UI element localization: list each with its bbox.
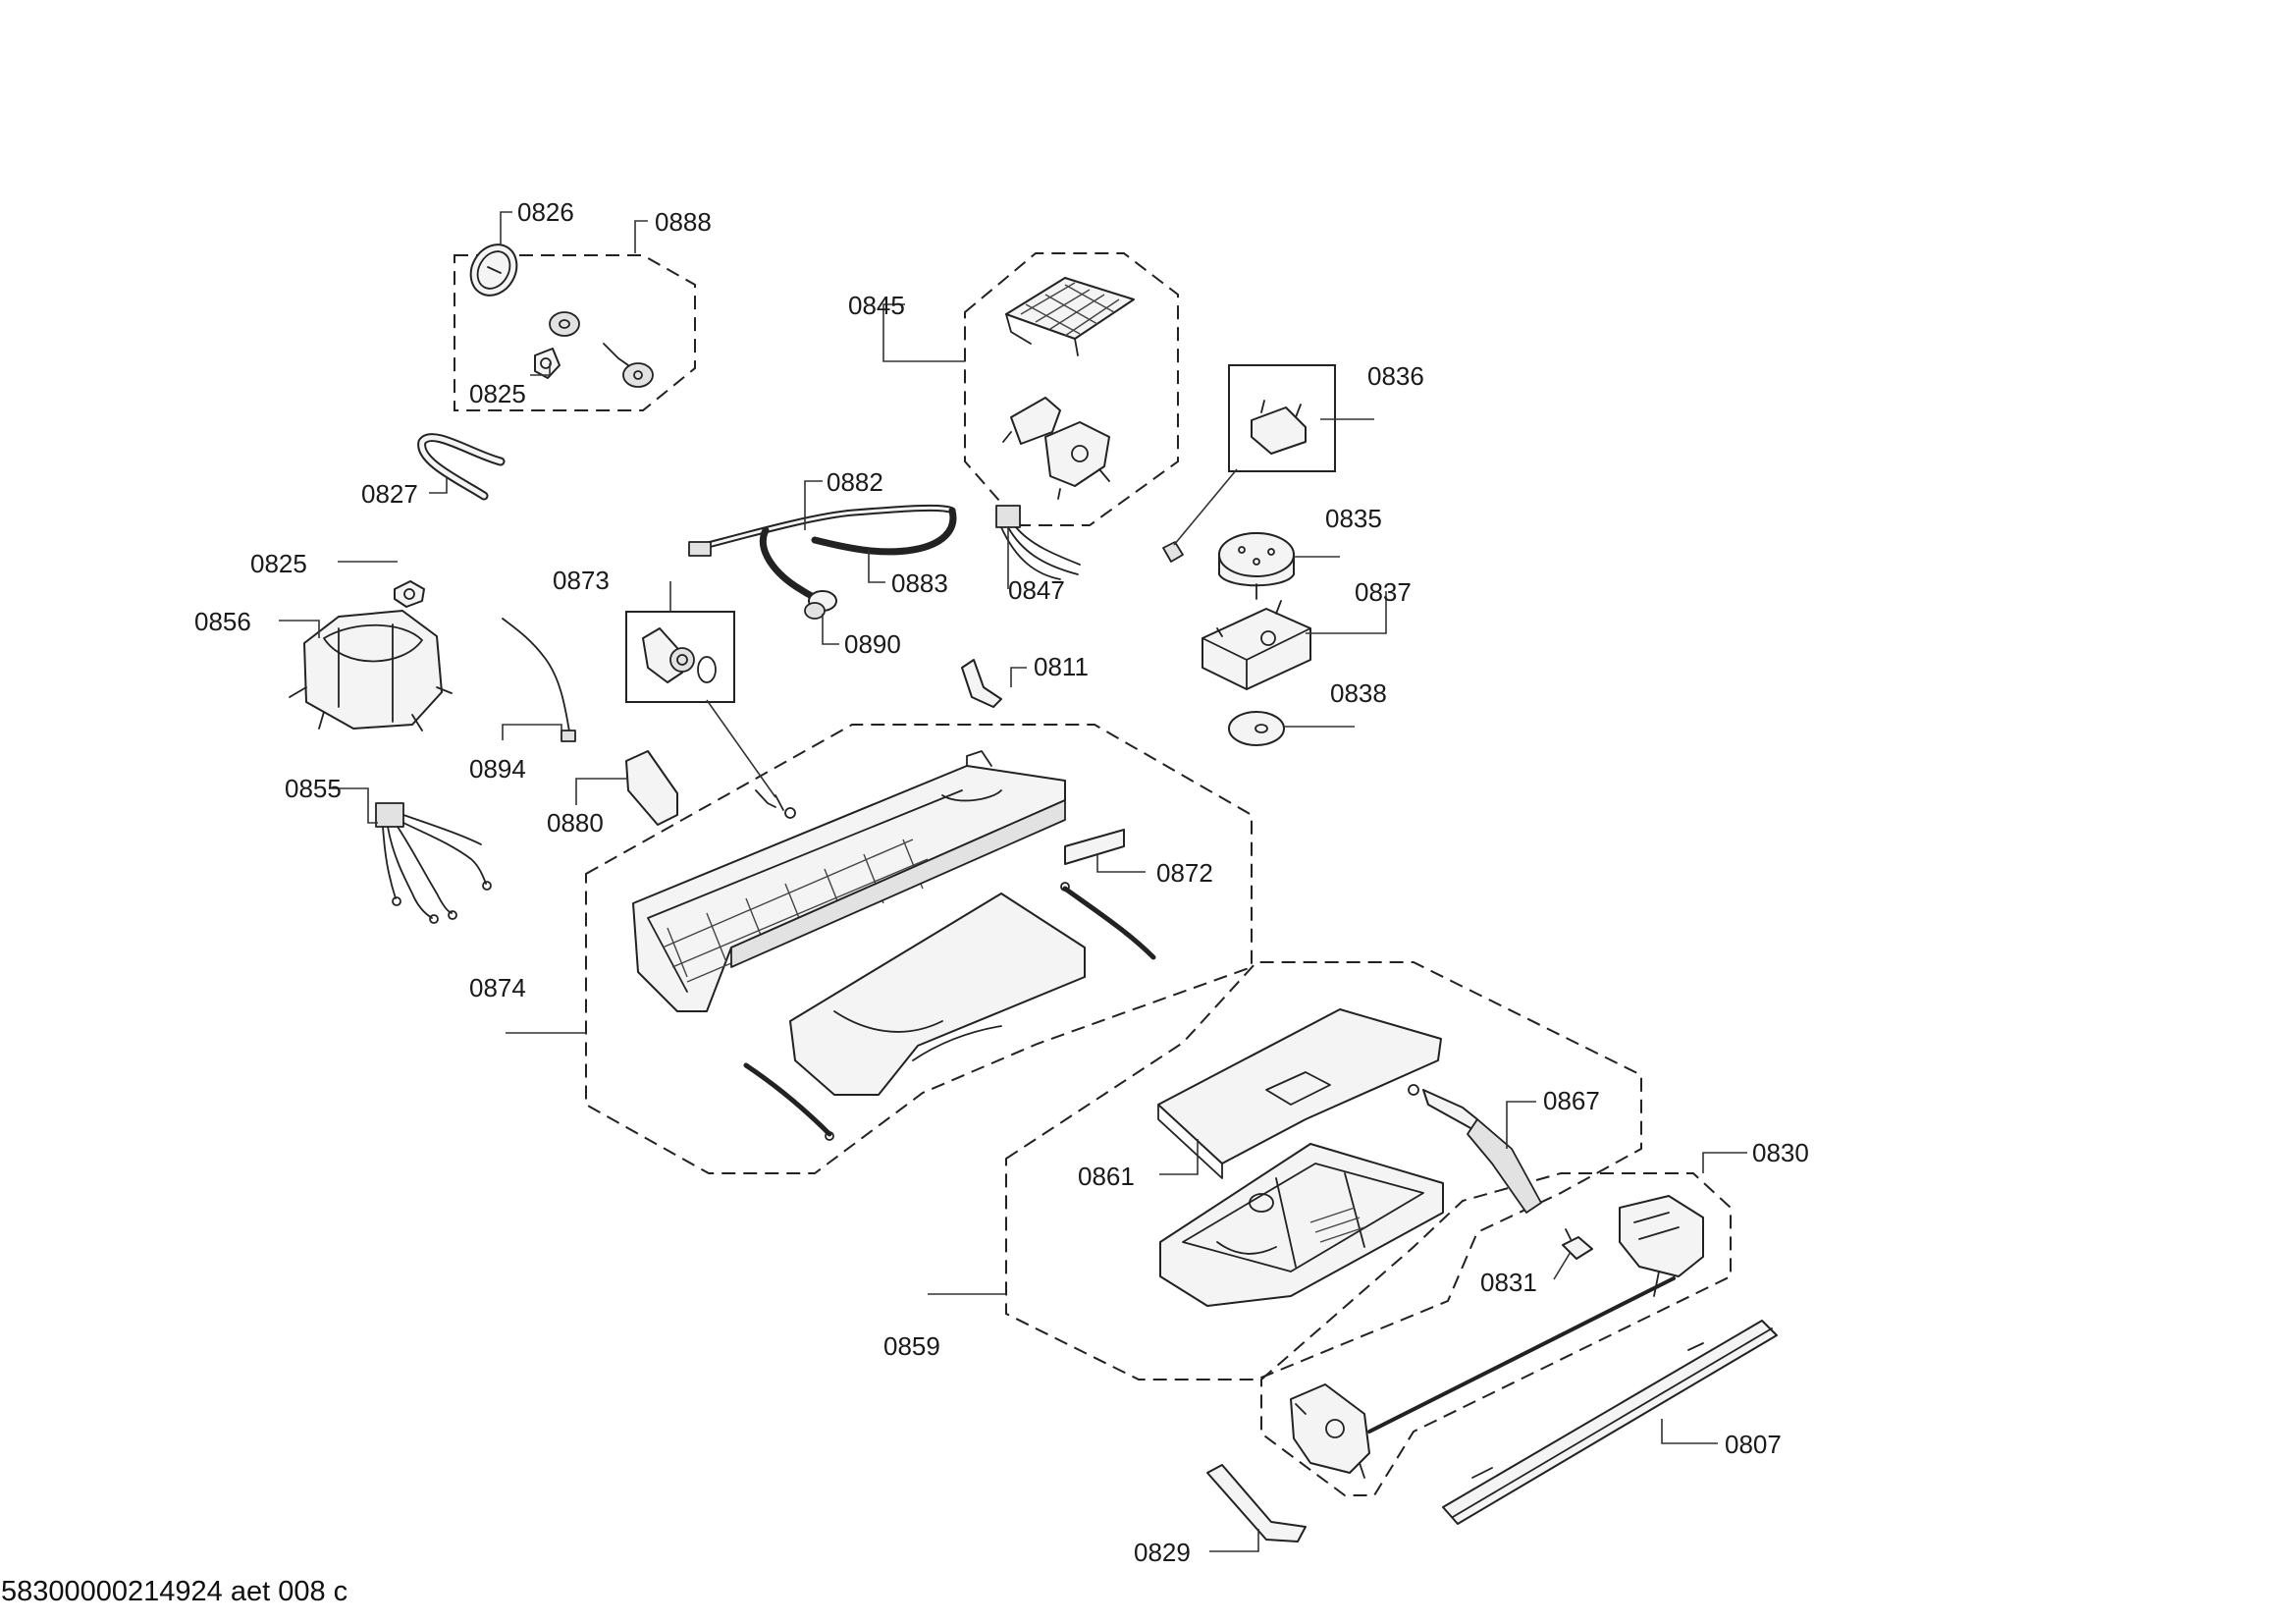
group-outline-0845 [964,252,1179,526]
label-0838: 0838 [1330,678,1387,708]
part-0894-cable [502,618,576,742]
label-0880: 0880 [547,808,604,838]
part-0874-springs [743,882,1156,1141]
part-0830-hinge [1290,1383,1370,1479]
group-outline-0830 [1260,1172,1732,1496]
part-0830-lock [1619,1195,1704,1297]
label-0827: 0827 [361,479,418,509]
label-0873: 0873 [553,566,610,595]
label-0855: 0855 [285,774,342,803]
part-0874-tray [632,750,1066,1012]
part-0838-knob [1228,711,1285,746]
label-0830: 0830 [1752,1138,1809,1167]
part-0880-bracket [625,750,678,826]
label-0826: 0826 [517,197,574,227]
part-0836-switch [1162,364,1336,563]
label-0836: 0836 [1367,361,1424,391]
label-0872: 0872 [1156,858,1213,888]
part-labels: 0826 0888 0825 0827 0825 0856 0894 0855 … [194,197,1809,1567]
label-0807: 0807 [1725,1430,1782,1459]
label-0835: 0835 [1325,504,1382,533]
part-0847-connector [995,505,1081,580]
part-0845-frame [1005,277,1135,356]
label-0831: 0831 [1480,1268,1537,1297]
part-0888-items [534,311,654,388]
label-0859: 0859 [883,1331,940,1361]
label-0890: 0890 [844,629,901,659]
label-0874: 0874 [469,973,526,1002]
label-0894: 0894 [469,754,526,784]
part-0835-motor [1218,532,1295,600]
part-0825-clip [394,580,425,608]
part-0867-spray-arm [1408,1084,1542,1214]
part-0830-rod [1367,1276,1676,1434]
label-0861: 0861 [1078,1162,1135,1191]
part-0882-hose [688,504,957,608]
part-0807-strip [1442,1320,1778,1525]
label-0845: 0845 [848,291,905,320]
part-0874-lid [789,893,1086,1096]
label-0882: 0882 [827,467,883,497]
part-0837-cam-unit [1201,600,1311,690]
part-0826-gasket [469,244,518,297]
part-0831-sensor [1562,1228,1593,1260]
part-0872-label [1064,829,1125,865]
label-0837: 0837 [1355,577,1412,607]
part-0890-connector [804,590,837,620]
label-0811: 0811 [1034,652,1089,681]
label-0883: 0883 [891,568,948,598]
label-0847: 0847 [1008,575,1065,605]
label-0856: 0856 [194,607,251,636]
label-0867: 0867 [1543,1086,1600,1115]
part-0811-bracket [961,659,1002,708]
document-code: 58300000214924 aet 008 c [1,1576,347,1607]
label-0829: 0829 [1134,1538,1191,1567]
group-outline-0888 [454,254,696,411]
group-outline-0859 [1005,961,1642,1380]
part-0855-harness [375,802,492,924]
part-0829-lever [1206,1464,1307,1543]
label-0888: 0888 [655,207,712,237]
label-0825: 0825 [469,379,526,408]
group-outline-0874 [585,724,1253,1174]
part-0873-valve [625,611,796,819]
label-0825-clip: 0825 [250,549,307,578]
part-0861-lid [1157,1008,1442,1179]
leader-lines [279,211,1747,1552]
part-0856-housing [289,610,453,731]
part-0845-valves [1002,397,1110,500]
part-0859-drawer [1159,1143,1444,1307]
